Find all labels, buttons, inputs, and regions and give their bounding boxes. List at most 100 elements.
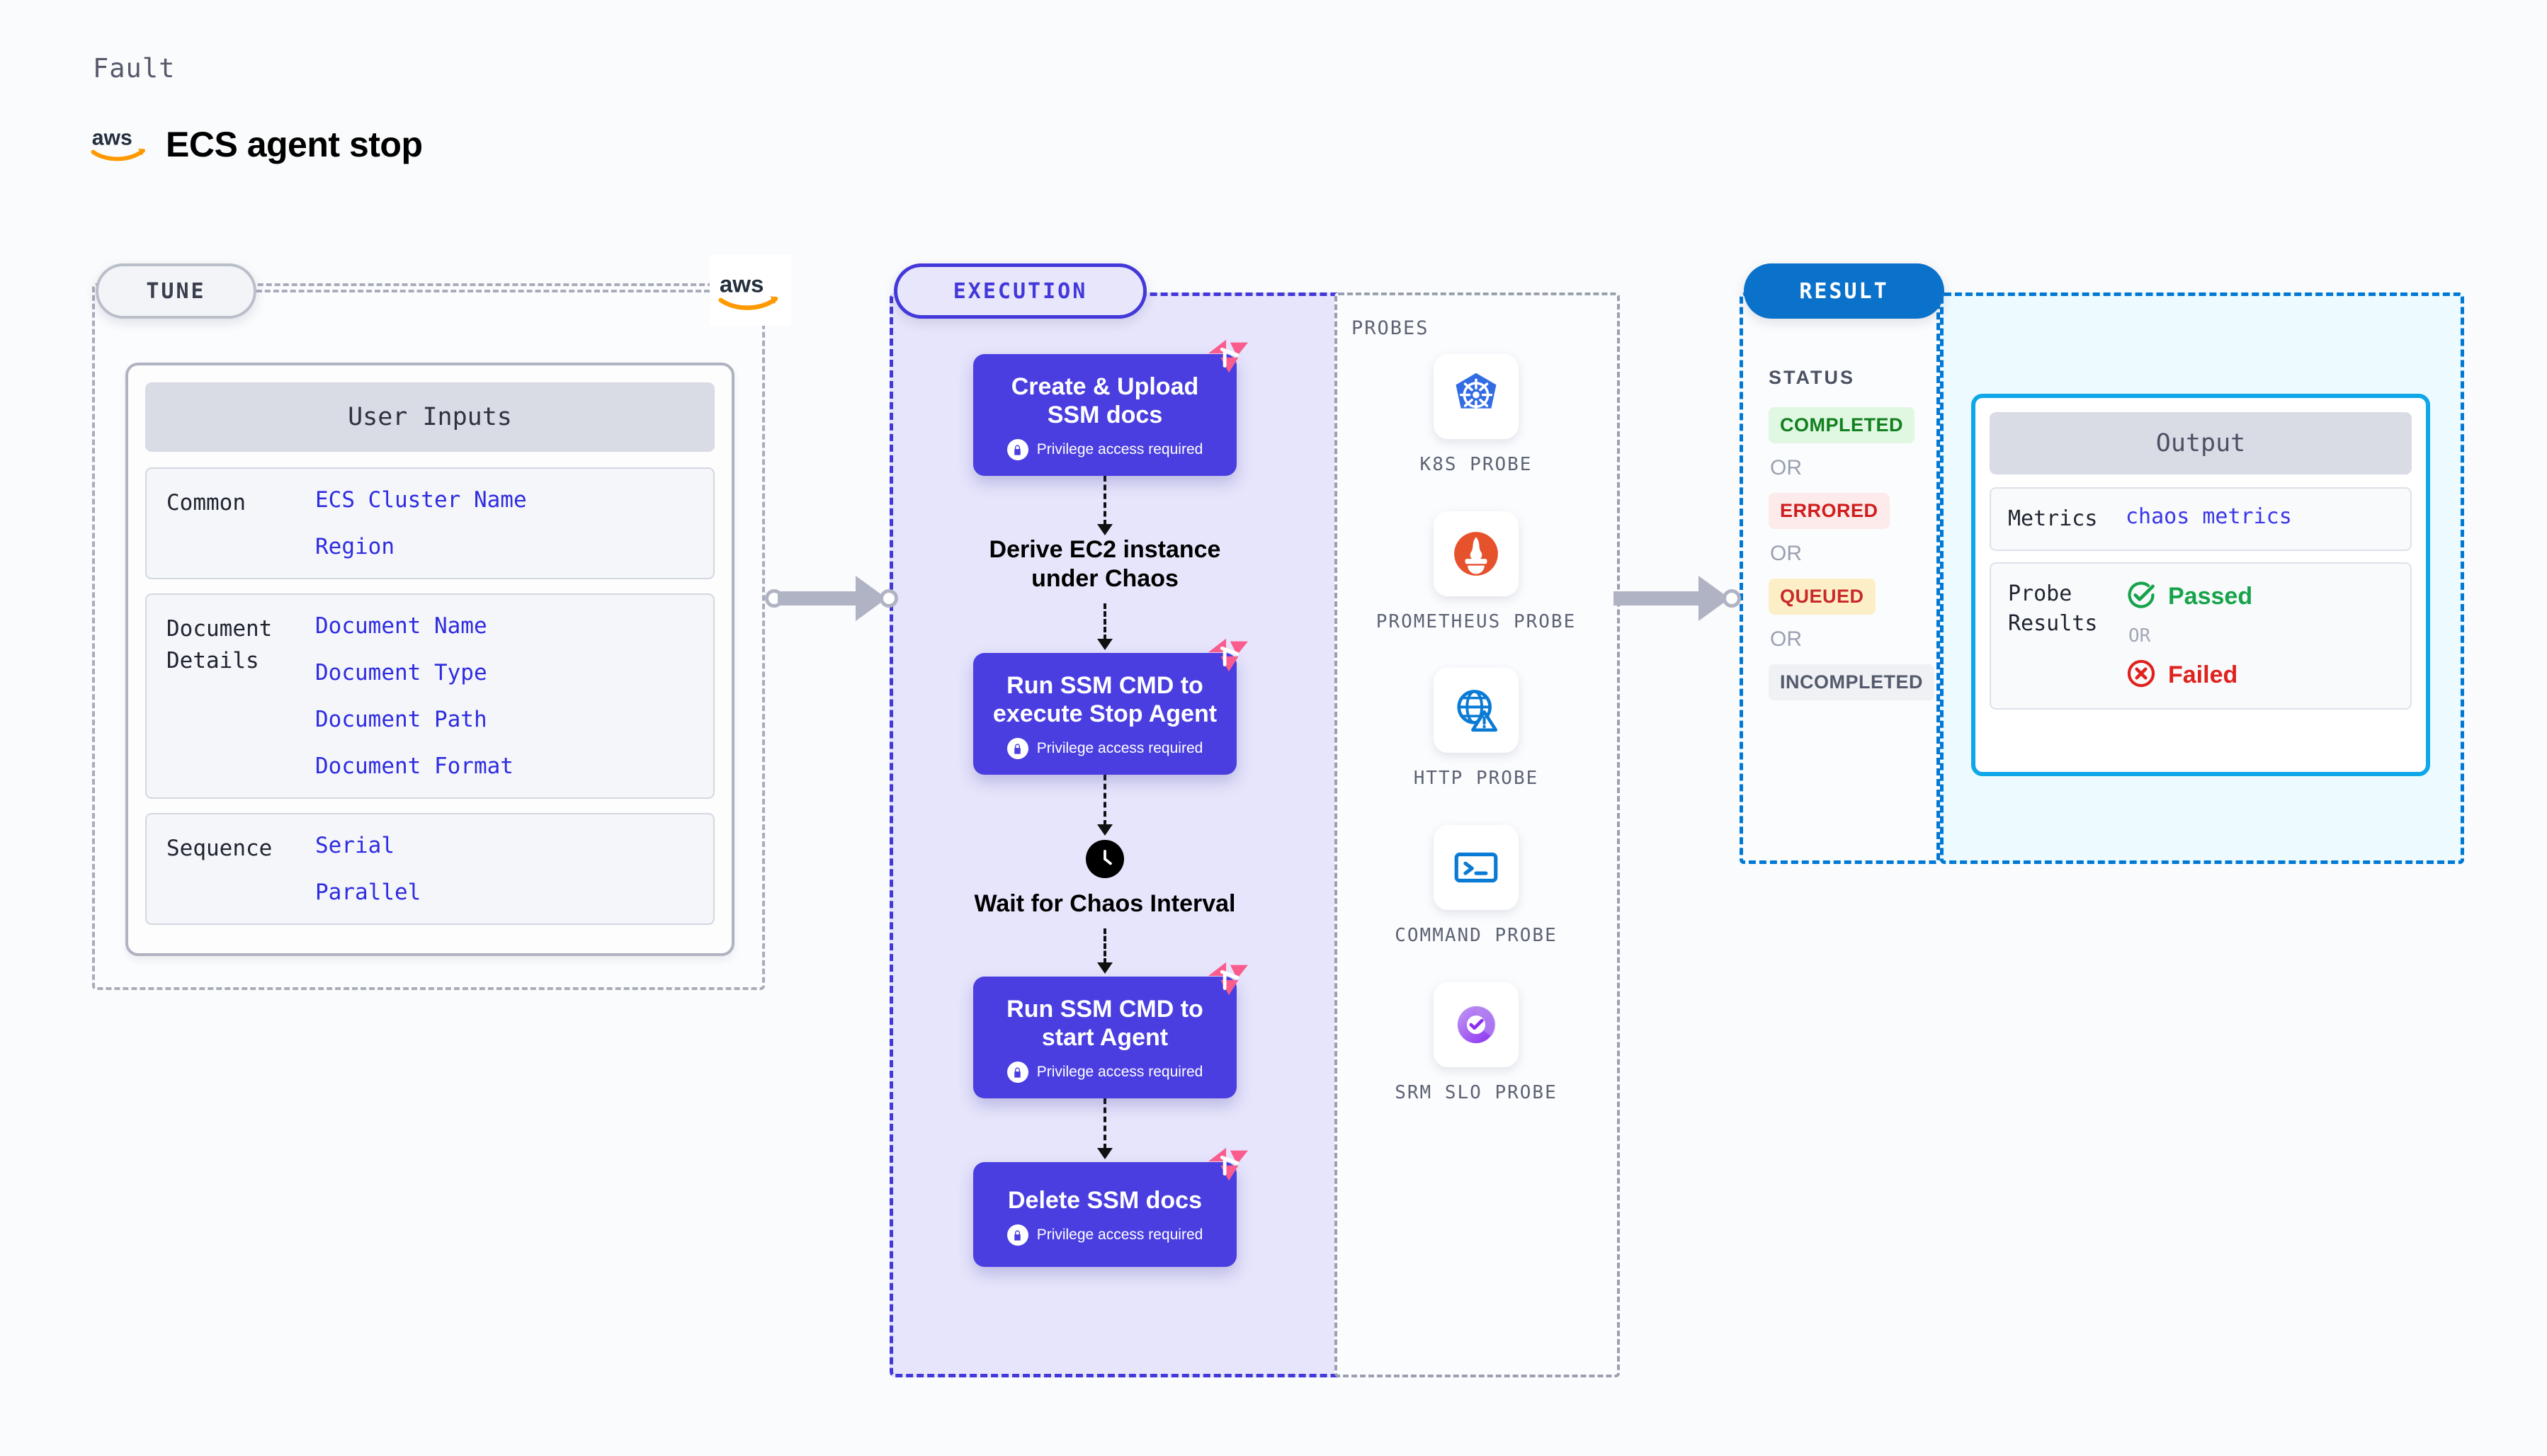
flow-arrow [1097,928,1113,974]
check-circle-icon [2126,579,2157,614]
probe-label: HTTP PROBE [1413,768,1539,790]
flow-node-delete-ssm-docs[interactable]: Delete SSM docs Privilege access require… [973,1147,1248,1268]
probe-item-http[interactable]: HTTP PROBE [1414,668,1539,792]
tune-pill-label: TUNE [96,263,256,319]
or-separator: OR [2128,625,2151,647]
input-value[interactable]: Document Path [315,707,487,732]
flow-arrow-line [1104,775,1106,826]
flow-arrow [1097,1098,1113,1160]
flow-arrow-tip [1097,638,1113,650]
probe-label: COMMAND PROBE [1395,925,1558,947]
harness-logo-icon [1206,635,1249,676]
kubernetes-icon [1433,354,1519,439]
status-badge-completed: COMPLETED [1769,407,1915,443]
or-separator: OR [1770,542,1802,565]
connector-dot [880,589,898,608]
prometheus-icon [1433,511,1519,596]
input-value[interactable]: Serial [315,833,395,858]
user-inputs-card: User Inputs Common ECS Cluster Name Regi… [125,363,734,956]
user-inputs-title: User Inputs [145,382,715,452]
execution-flow: Create & Upload SSM docs Privilege acces… [956,339,1254,1268]
terminal-icon [1434,825,1519,911]
input-group-common: Common ECS Cluster Name Region [145,467,715,579]
probe-label: SRM SLO PROBE [1395,1081,1558,1103]
svg-text:aws: aws [719,272,764,298]
output-group-metrics: Metrics chaos metrics [1990,487,2412,551]
input-value[interactable]: ECS Cluster Name [315,487,527,513]
flow-node-run-ssm-cmd-start-agent[interactable]: Run SSM CMD to start Agent Privilege acc… [973,962,1248,1099]
input-value[interactable]: Document Format [315,753,514,779]
privilege-notice: Privilege access required [985,738,1225,760]
flow-arrow [1097,603,1113,650]
connector-tune-to-execution [765,576,898,621]
status-list: COMPLETED OR ERRORED OR QUEUED OR INCOMP… [1769,407,1935,700]
lock-icon [1006,1062,1028,1084]
result-panel [1740,292,1940,864]
flow-arrow-line [1104,1098,1106,1150]
privilege-text: Privilege access required [1036,1064,1203,1081]
probe-item-srm-slo[interactable]: SRM SLO PROBE [1395,982,1558,1107]
srm-slo-icon [1434,982,1519,1067]
status-badge-incompleted: INCOMPLETED [1769,664,1935,700]
output-title: Output [1990,412,2412,474]
flow-arrow-line [1104,603,1106,640]
probe-result-passed: Passed [2126,579,2252,614]
connector-execution-to-result [1613,576,1741,621]
harness-logo-icon [1206,1144,1249,1185]
input-group-label: Document Details [166,616,273,673]
page-title: ECS agent stop [166,125,423,164]
probes-section-label: PROBES [1351,317,1429,339]
execution-pill-label: EXECUTION [894,263,1147,319]
privilege-notice: Privilege access required [985,1062,1225,1084]
probe-result-failed: Failed [2126,658,2252,693]
output-card: Output Metrics chaos metrics Probe Resul… [1971,394,2430,776]
output-metrics-value[interactable]: chaos metrics [2126,504,2292,529]
status-section-label: STATUS [1769,367,1855,388]
flow-arrow [1097,476,1113,536]
page-title-row: aws ECS agent stop [91,124,423,165]
lock-icon [1006,738,1028,760]
flow-arrow-line [1104,928,1106,964]
connector-shaft [778,591,856,605]
input-value[interactable]: Parallel [315,880,421,905]
clock-icon [1086,840,1124,879]
harness-logo-icon [1206,336,1249,377]
output-group-probe-results: Probe Results Passed OR [1990,562,2412,710]
status-badge-queued: QUEUED [1769,579,1876,615]
aws-logo-icon: aws [91,125,150,164]
flow-node-title: Run SSM CMD to start Agent [1006,995,1203,1051]
privilege-text: Privilege access required [1036,740,1203,757]
flow-step-derive-ec2-instance: Derive EC2 instance under Chaos [989,536,1221,593]
flow-step-wait-for-chaos-interval: Wait for Chaos Interval [974,890,1236,918]
aws-badge-icon: aws [710,255,791,326]
privilege-notice: Privilege access required [985,439,1225,461]
probe-item-k8s[interactable]: K8S PROBE [1420,354,1533,479]
probe-item-prometheus[interactable]: PROMETHEUS PROBE [1376,511,1576,636]
probe-result-failed-label: Failed [2168,661,2238,688]
tune-dashed-connector [256,290,710,292]
flow-arrow-tip [1097,824,1113,836]
privilege-notice: Privilege access required [985,1224,1225,1246]
output-label: Metrics [2008,506,2098,531]
flow-arrow-tip [1097,962,1113,974]
flow-node-create-upload-ssm-docs[interactable]: Create & Upload SSM docs Privilege acces… [973,339,1248,477]
fault-kicker: Fault [93,53,176,84]
input-value[interactable]: Document Type [315,660,487,686]
input-group-label: Common [166,490,246,516]
status-badge-errored: ERRORED [1769,493,1890,529]
flow-node-run-ssm-cmd-stop-agent[interactable]: Run SSM CMD to execute Stop Agent Privil… [973,638,1248,775]
probe-item-command[interactable]: COMMAND PROBE [1395,825,1558,950]
flow-arrow-tip [1097,524,1113,536]
input-value[interactable]: Document Name [315,613,487,639]
svg-text:aws: aws [92,127,132,150]
or-separator: OR [1770,627,1802,651]
flow-node-title: Run SSM CMD to execute Stop Agent [992,671,1218,727]
privilege-text: Privilege access required [1036,1227,1203,1244]
input-group-document-details: Document Details Document Name Document … [145,593,715,799]
probe-label: PROMETHEUS PROBE [1375,610,1577,632]
flow-node-title: Create & Upload SSM docs [1011,373,1199,429]
flow-arrow-line [1104,476,1106,526]
probe-label: K8S PROBE [1419,454,1533,475]
input-value[interactable]: Region [315,534,395,559]
